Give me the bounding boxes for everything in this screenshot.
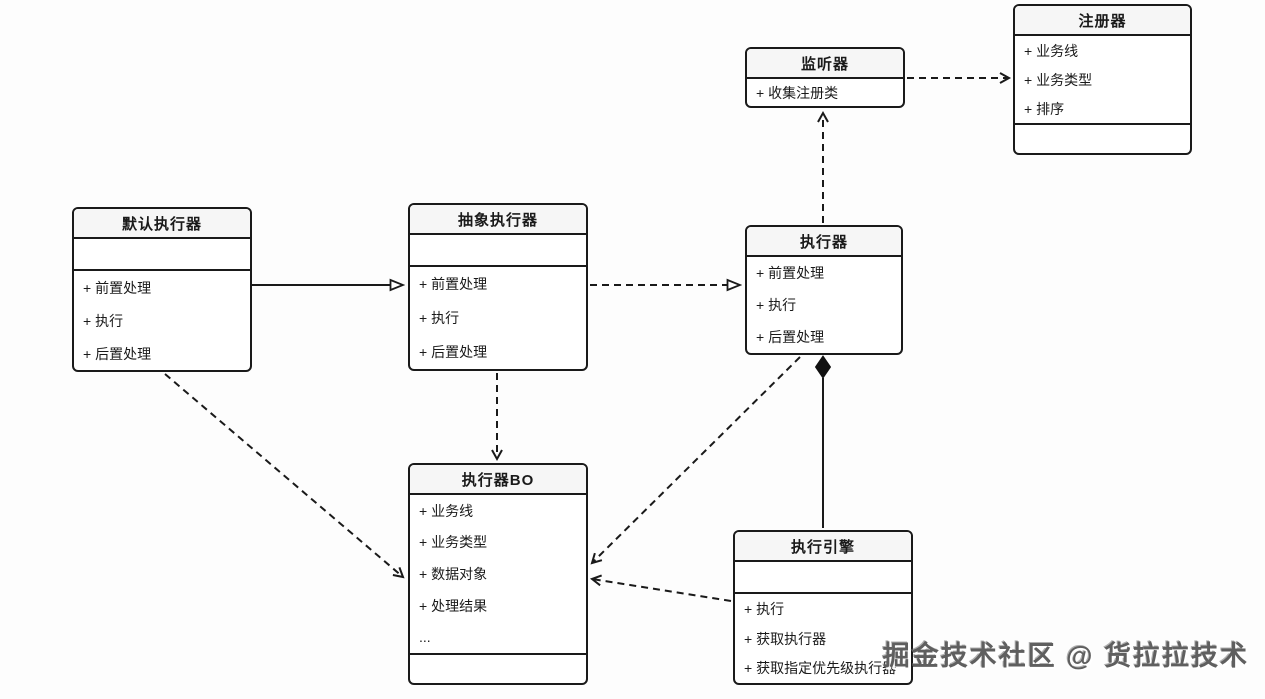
class-abstract-executor-title: 抽象执行器 <box>410 205 586 235</box>
class-engine-title: 执行引擎 <box>735 532 911 562</box>
class-executor-bo: 执行器BO + 业务线 + 业务类型 + 数据对象 + 处理结果 ... <box>408 463 588 685</box>
class-member: + 前置处理 <box>83 279 152 296</box>
class-member: + 排序 <box>1024 100 1065 117</box>
class-abstract-executor-members: + 前置处理 + 执行 + 后置处理 <box>410 267 586 369</box>
class-default-executor: 默认执行器 + 前置处理 + 执行 + 后置处理 <box>72 207 252 372</box>
class-abstract-executor-empty-compartment <box>410 235 586 267</box>
class-engine-members: + 执行 + 获取执行器 + 获取指定优先级执行器 <box>735 594 911 683</box>
class-member: + 数据对象 <box>419 565 488 582</box>
class-member: + 处理结果 <box>419 597 488 614</box>
class-member: + 获取指定优先级执行器 <box>744 660 897 677</box>
class-registrar-title: 注册器 <box>1015 6 1190 36</box>
class-member: + 前置处理 <box>756 265 825 281</box>
class-executor-members: + 前置处理 + 执行 + 后置处理 <box>747 257 901 353</box>
class-member: + 获取执行器 <box>744 630 827 647</box>
class-member: + 执行 <box>83 312 124 329</box>
class-member: + 业务类型 <box>419 534 488 551</box>
class-registrar: 注册器 + 业务线 + 业务类型 + 排序 <box>1013 4 1192 155</box>
class-registrar-members: + 业务线 + 业务类型 + 排序 <box>1015 36 1190 123</box>
class-listener-title: 监听器 <box>747 49 903 79</box>
class-member: ... <box>419 629 431 646</box>
class-engine-empty-compartment <box>735 562 911 594</box>
class-member: + 业务类型 <box>1024 71 1093 88</box>
class-member: + 收集注册类 <box>756 84 839 101</box>
relation-engine-to-executor-composition <box>814 355 832 528</box>
class-member: + 执行 <box>744 600 785 617</box>
class-default-executor-empty-compartment <box>74 239 250 271</box>
class-listener-members: + 收集注册类 <box>747 79 903 106</box>
class-default-executor-members: + 前置处理 + 执行 + 后置处理 <box>74 271 250 370</box>
relation-default-executor-to-executor-bo <box>164 373 405 579</box>
class-executor-bo-title: 执行器BO <box>410 465 586 495</box>
watermark-text: 掘金技术社区 @ 货拉拉技术 <box>882 641 1249 671</box>
class-member: + 后置处理 <box>83 345 152 362</box>
class-listener: 监听器 + 收集注册类 <box>745 47 905 108</box>
class-member: + 后置处理 <box>419 344 488 360</box>
class-abstract-executor: 抽象执行器 + 前置处理 + 执行 + 后置处理 <box>408 203 588 371</box>
class-default-executor-title: 默认执行器 <box>74 209 250 239</box>
class-member: + 后置处理 <box>756 329 825 345</box>
class-executor: 执行器 + 前置处理 + 执行 + 后置处理 <box>745 225 903 355</box>
class-member: + 前置处理 <box>419 276 488 292</box>
relation-engine-to-executor-bo <box>589 574 732 602</box>
class-executor-bo-empty-compartment <box>410 653 586 683</box>
class-member: + 执行 <box>419 310 460 326</box>
class-member: + 业务线 <box>1024 42 1079 59</box>
class-member: + 执行 <box>756 297 797 313</box>
class-registrar-empty-compartment <box>1015 123 1190 153</box>
class-executor-title: 执行器 <box>747 227 901 257</box>
class-member: + 业务线 <box>419 502 474 519</box>
class-executor-bo-members: + 业务线 + 业务类型 + 数据对象 + 处理结果 ... <box>410 495 586 653</box>
